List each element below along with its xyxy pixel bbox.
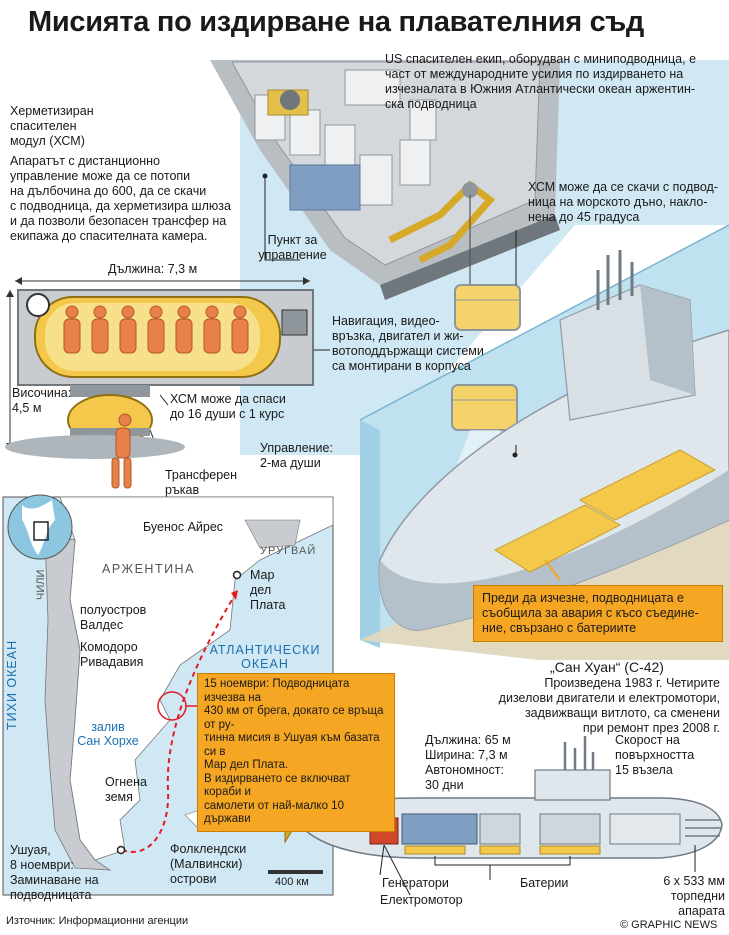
electromotor-label: Електромотор (380, 893, 463, 907)
battery-blocks (404, 845, 601, 855)
map-callout: 15 ноември: Подводницата изчезва на 430 … (197, 673, 395, 832)
map-label-mar-del-plata: Мар дел Плата (250, 568, 286, 612)
map-label-pacific: ТИХИ ОКЕАН (5, 639, 19, 730)
sub-name: „Сан Хуан“ (С-42) (550, 659, 664, 675)
battery-area-3d (493, 504, 622, 573)
xcm-cross-section (5, 277, 314, 489)
occupant-7 (231, 305, 249, 354)
map-callout-search: В издирването се включват кораби и самол… (204, 772, 351, 826)
map-label-ushuaia: Ушуая, 8 ноември: Заминаване на подводни… (10, 843, 99, 902)
control-point-label: Пункт за управление (258, 233, 327, 262)
generators-block (401, 813, 478, 845)
transfer-figure (111, 413, 132, 489)
route-line (121, 589, 239, 853)
sub-specs: Дължина: 65 м Ширина: 7,3 м Автономност:… (425, 733, 511, 792)
xcm-dock-note: ХСМ може да се скачи с подвод- ница на м… (528, 180, 719, 224)
map-label-chile: ЧИЛИ (35, 569, 47, 600)
xcm-height-label: Височина: 4,5 м (12, 386, 72, 415)
occupant-1 (63, 305, 81, 354)
occupant-2 (91, 305, 109, 354)
map-label-san-jorge: залив Сан Хорхе (77, 720, 139, 748)
map-scale-label: 400 км (275, 876, 309, 888)
map-label-falklands: Фолклендски (Малвински) острови (170, 842, 247, 886)
map-label-tierra-del-fuego: Огнена земя (105, 775, 147, 804)
occupant-5 (175, 305, 193, 354)
globe-inset (7, 494, 73, 560)
sub-speed: Скорост на повърхността 15 възела (615, 733, 695, 777)
ocean-surface-edge (359, 224, 729, 421)
batteries-label: Батерии (520, 876, 569, 890)
occupant-6 (203, 305, 221, 354)
map-label-uruguay: УРУГВАЙ (260, 545, 317, 557)
san-juan-submarine-3d (378, 250, 729, 631)
map-callout-disappearance: 15 ноември: Подводницата изчезва на 430 … (204, 678, 384, 771)
occupant-3 (119, 305, 137, 354)
chile-land (44, 534, 112, 871)
xcm-length-label: Дължина: 7,3 м (108, 262, 198, 276)
ocean-front-face (360, 420, 380, 648)
scale-bar (268, 870, 323, 874)
generators-label: Генератори (382, 876, 449, 890)
source-note: Източник: Информационни агенции (6, 915, 189, 927)
sub-description: Произведена 1983 г. Четирите дизелови дв… (498, 676, 720, 735)
page-title: Мисията по издирване на плавателния съд (28, 6, 645, 38)
transfer-arm-label: Трансферен ръкав (165, 468, 238, 497)
torpedoes-label: 6 х 533 мм торпедни апарата (663, 874, 725, 918)
xcm-capacity-label: ХСМ може да спаси до 16 души с 1 курс (170, 392, 286, 421)
uruguay-land (244, 519, 301, 549)
occupant-4 (147, 305, 165, 354)
xcm-name: Херметизиран спасителен модул (ХСМ) (10, 104, 94, 148)
map-label-argentina: АРЖЕНТИНА (102, 562, 195, 576)
map-label-buenos-aires: Буенос Айрес (143, 520, 224, 534)
nav-systems-label: Навигация, видео- връзка, двигател и жи-… (332, 314, 484, 373)
intro-text: US спасителен екип, оборудван с миниподв… (385, 52, 697, 111)
battery-callout: Преди да изчезне, подводницата е съобщил… (473, 585, 723, 642)
map-label-valdes: полуостров Валдес (80, 603, 147, 632)
map-label-comodoro: Комодоро Ривадавия (80, 640, 144, 669)
control-crew-label: Управление: 2-ма души (260, 441, 333, 470)
map-label-atlantic: АТЛАНТИЧЕСКИ ОКЕАН (209, 643, 321, 671)
xcm-description: Апаратът с дистанционно управление може … (10, 154, 231, 243)
credit: © GRAPHIC NEWS (620, 919, 718, 931)
xcm-capsule-hanging (454, 284, 521, 331)
rescue-ship (210, 60, 560, 300)
